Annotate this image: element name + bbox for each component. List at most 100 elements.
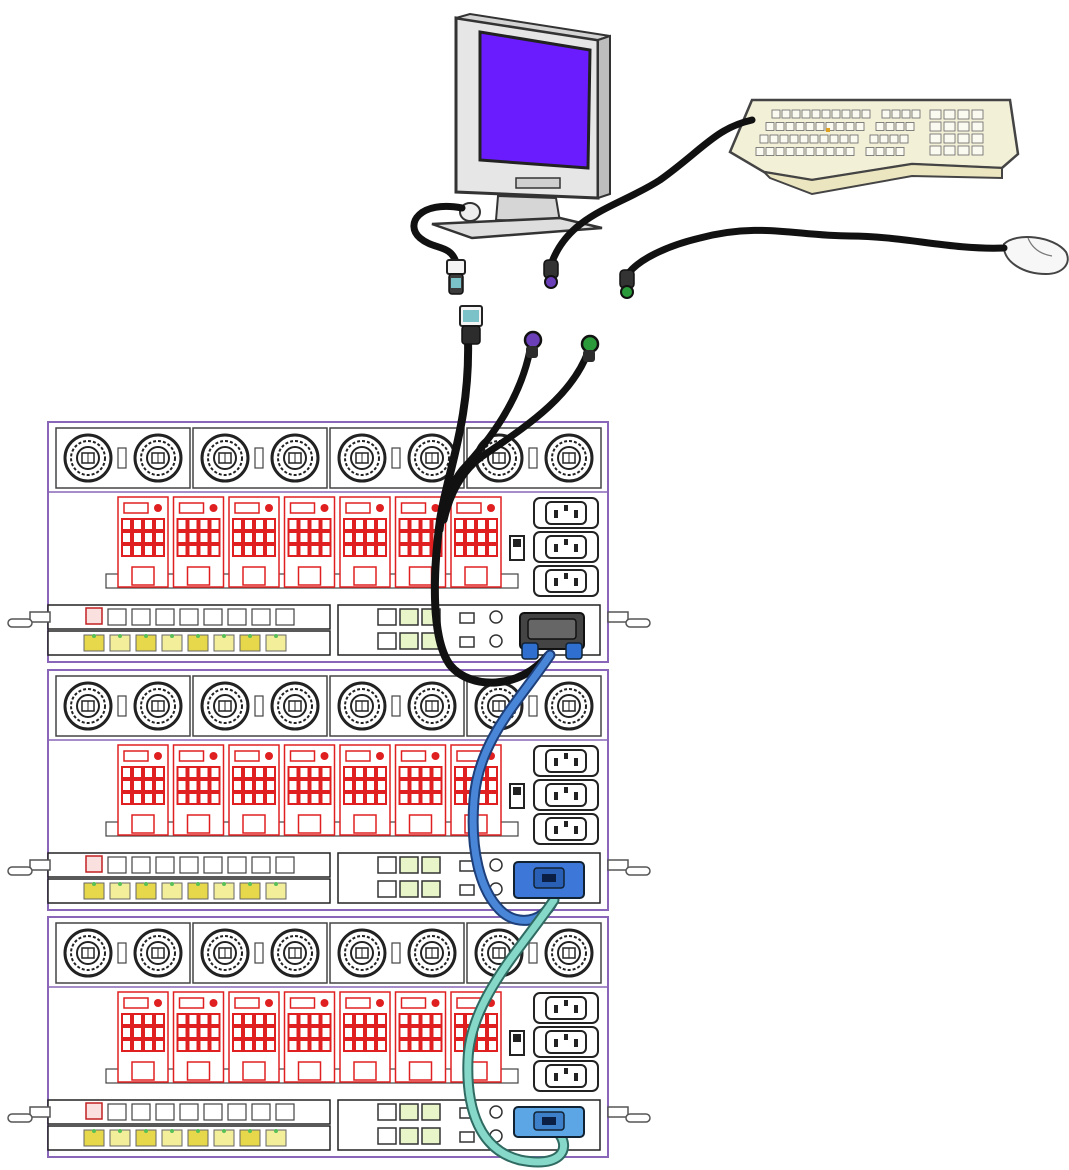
- rack-ear: [29, 859, 51, 871]
- psu-module: [339, 744, 391, 836]
- psu-module: [172, 496, 225, 588]
- key: [815, 122, 825, 131]
- key: [957, 133, 970, 144]
- key: [943, 109, 956, 120]
- key: [835, 122, 845, 131]
- port-slot: [203, 856, 223, 874]
- key: [805, 147, 815, 156]
- mouse-cable: [624, 226, 1008, 278]
- key: [801, 109, 811, 119]
- rack-ear: [607, 859, 629, 871]
- rj45-port: [377, 1127, 397, 1145]
- ac-inlet: [533, 1026, 599, 1058]
- key: [791, 109, 801, 119]
- rj45-port: [377, 856, 397, 874]
- key: [875, 122, 885, 131]
- port-slot: [251, 608, 271, 626]
- port-slot: [179, 608, 199, 626]
- port-slot: [251, 856, 271, 874]
- rj45-port: [399, 880, 419, 898]
- rj45-port: [399, 856, 419, 874]
- key: [811, 109, 821, 119]
- key: [943, 121, 956, 132]
- key: [849, 134, 859, 144]
- ac-inlet: [533, 745, 599, 777]
- fan: [407, 928, 457, 978]
- key: [865, 147, 875, 156]
- psu-module: [172, 991, 225, 1083]
- rack-handle: [625, 618, 651, 628]
- key: [879, 134, 889, 144]
- monitor-screen: [478, 30, 592, 170]
- kvm-cable-black: [430, 305, 600, 687]
- kvm-connector-top: [519, 612, 585, 660]
- monitor: [431, 12, 611, 240]
- psu-module: [117, 744, 169, 836]
- key: [929, 121, 942, 132]
- key: [881, 109, 891, 119]
- key: [765, 147, 775, 156]
- kvm-connector-bottom: [513, 1106, 585, 1138]
- key: [971, 109, 984, 120]
- chassis-stack: [7, 421, 651, 1158]
- psu-module: [283, 991, 336, 1083]
- fan: [270, 433, 320, 483]
- ac-inlet: [533, 497, 599, 529]
- key: [891, 109, 901, 119]
- port-slot: [203, 608, 223, 626]
- psu-module: [394, 991, 447, 1083]
- key: [831, 109, 841, 119]
- psu-module: [228, 991, 280, 1083]
- key: [841, 109, 851, 119]
- key: [799, 134, 809, 144]
- key: [971, 121, 984, 132]
- key: [825, 147, 835, 156]
- monitor-stand: [431, 216, 603, 240]
- io-module: [47, 604, 601, 656]
- fan: [133, 681, 183, 731]
- psu-module: [172, 744, 225, 836]
- port-slot: [275, 1103, 295, 1121]
- psu-module: [339, 991, 391, 1083]
- rack-ear: [607, 1106, 629, 1118]
- key: [929, 133, 942, 144]
- rack-handle: [7, 866, 33, 876]
- key: [771, 109, 781, 119]
- psu-module: [339, 496, 391, 588]
- key: [899, 134, 909, 144]
- psu-module: [117, 496, 169, 588]
- kvm-connector-middle: [513, 861, 585, 899]
- usb-port: [459, 612, 475, 624]
- key: [775, 147, 785, 156]
- rack-ear: [607, 611, 629, 623]
- key: [895, 147, 905, 156]
- rack-handle: [7, 618, 33, 628]
- rj45-port: [377, 1103, 397, 1121]
- key: [759, 134, 769, 144]
- key: [851, 109, 861, 119]
- rj45-port: [421, 1103, 441, 1121]
- fan: [407, 433, 457, 483]
- key: [901, 109, 911, 119]
- psu-module: [228, 496, 280, 588]
- port-slot: [275, 608, 295, 626]
- key: [765, 122, 775, 131]
- ac-inlet: [533, 565, 599, 597]
- rack-handle: [625, 1113, 651, 1123]
- port-slot: [107, 1103, 127, 1121]
- monitor-cable: [410, 203, 466, 266]
- fan: [200, 928, 250, 978]
- rj45-port: [377, 880, 397, 898]
- fan: [337, 433, 387, 483]
- key: [943, 133, 956, 144]
- key: [795, 147, 805, 156]
- psu-module: [450, 496, 502, 588]
- usb-port: [459, 636, 475, 648]
- peripheral-cables: [410, 116, 1008, 278]
- ps2-connector-adapter-keyboard: [523, 330, 543, 358]
- rack-ear: [29, 611, 51, 623]
- lan-port-red: [85, 1102, 103, 1120]
- key: [829, 134, 839, 144]
- ac-inlet: [533, 992, 599, 1024]
